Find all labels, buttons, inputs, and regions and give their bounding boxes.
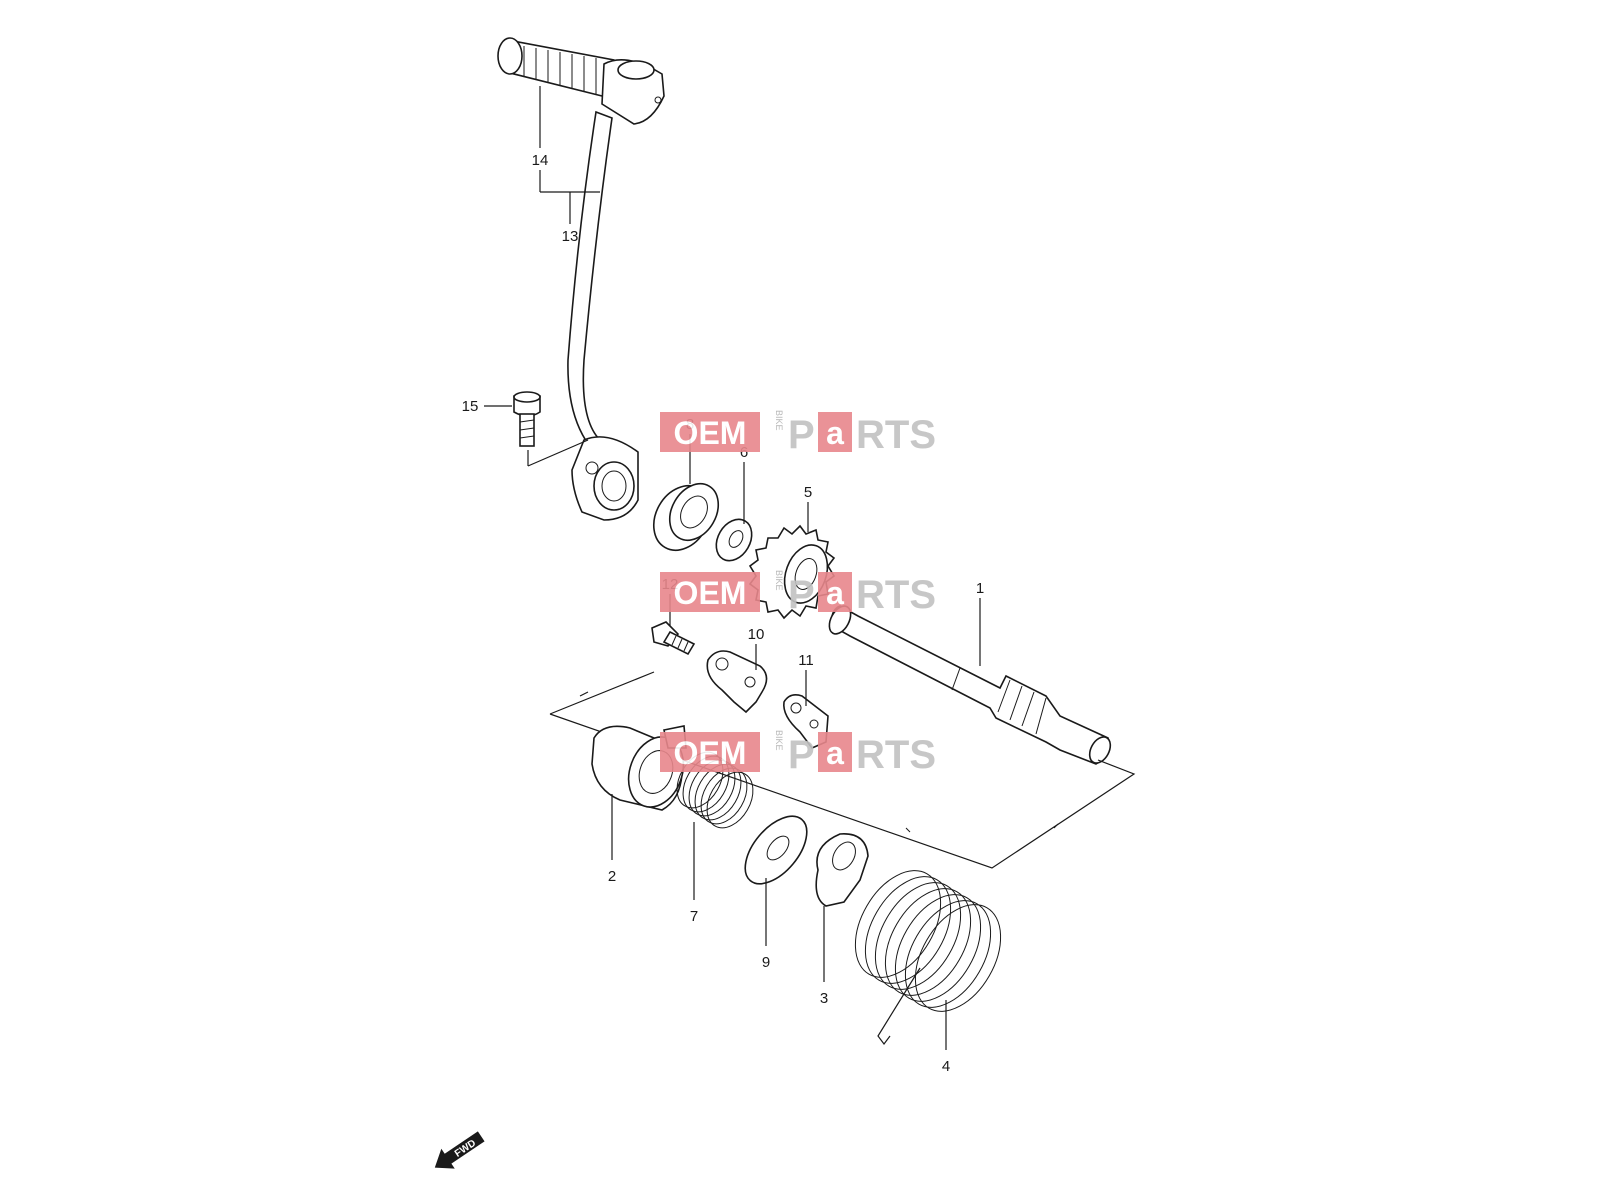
watermark-bike: BIKE: [774, 730, 784, 751]
callout-5: 5: [804, 484, 812, 501]
callout-3: 3: [820, 990, 828, 1007]
callout-15: 15: [462, 398, 479, 415]
watermark-row-1: OEM BIKE P a RTS: [660, 410, 936, 457]
guide-plate-10: [706, 650, 768, 714]
watermark-bike: BIKE: [774, 570, 784, 591]
watermark-row-2: OEM BIKE P a RTS: [660, 570, 936, 617]
callout-4: 4: [942, 1058, 950, 1075]
kick-shaft: [828, 605, 1112, 765]
watermark-a: a: [826, 735, 844, 771]
washer-6: [715, 518, 753, 562]
kick-lever: [497, 37, 665, 521]
callout-1: 1: [976, 580, 984, 597]
assembly-bracket: [549, 671, 1136, 869]
watermark-rts: RTS: [856, 413, 936, 457]
watermark-bike: BIKE: [774, 410, 784, 431]
fwd-arrow-icon: FWD: [434, 1131, 485, 1169]
oil-seal: [652, 482, 720, 551]
watermark-row-3: OEM BIKE P a RTS: [660, 730, 936, 777]
return-spring: [854, 870, 1002, 1045]
watermark-a: a: [826, 415, 844, 451]
callout-11: 11: [798, 652, 814, 669]
watermark-oem: OEM: [674, 735, 747, 771]
callout-9: 9: [762, 954, 770, 971]
watermark-rts: RTS: [856, 733, 936, 777]
callout-6: 6: [740, 444, 748, 461]
callout-13: 13: [562, 228, 579, 245]
callout-14: 14: [532, 152, 549, 169]
watermark-oem: OEM: [674, 575, 747, 611]
lever-bolt: [513, 391, 541, 447]
watermark-p: P: [788, 573, 815, 617]
watermark-rts: RTS: [856, 573, 936, 617]
watermark-p: P: [788, 413, 815, 457]
callout-2: 2: [608, 868, 616, 885]
spring-stopper: [815, 833, 869, 907]
guide-bolt: [651, 621, 696, 656]
callout-7: 7: [690, 908, 698, 925]
watermark-p: P: [788, 733, 815, 777]
callout-10: 10: [748, 626, 765, 643]
watermark-oem: OEM: [674, 415, 747, 451]
washer-9: [744, 815, 808, 885]
leader-lines: [484, 86, 981, 1050]
watermark-a: a: [826, 575, 844, 611]
